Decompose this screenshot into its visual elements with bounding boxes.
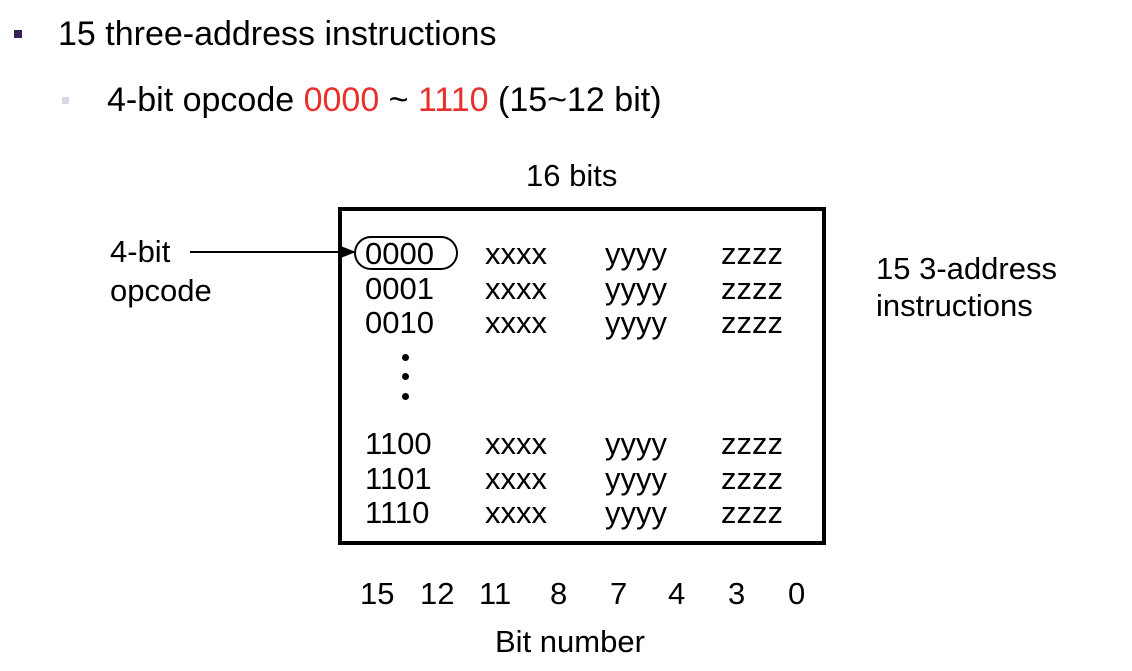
- opcode-cell: 1110: [365, 495, 430, 530]
- field-z-cell: zzzz: [721, 461, 783, 496]
- field-y-cell: yyyy: [605, 495, 667, 530]
- field-y-cell: yyyy: [605, 271, 667, 306]
- field-z-cell: zzzz: [721, 271, 783, 306]
- field-z-cell: zzzz: [721, 305, 783, 340]
- field-y-cell: yyyy: [605, 426, 667, 461]
- field-y-cell: yyyy: [605, 236, 667, 271]
- bullet-level2: 4-bit opcode 0000 ~ 1110 (15~12 bit): [62, 80, 662, 120]
- left-label-line1: 4-bit: [110, 234, 171, 269]
- square-bullet-icon: [14, 30, 22, 38]
- opcode-cell: 0010: [365, 305, 434, 340]
- field-x-cell: xxxx: [485, 495, 547, 530]
- field-x-cell: xxxx: [485, 305, 547, 340]
- opcode-cell: 1101: [365, 461, 432, 496]
- field-x-cell: xxxx: [485, 271, 547, 306]
- bullet1-text: 15 three-address instructions: [58, 14, 497, 53]
- bit-number-label: 8: [550, 576, 568, 611]
- bit-number-label: 0: [788, 576, 806, 611]
- bit-number-label: 7: [610, 576, 628, 611]
- field-x-cell: xxxx: [485, 236, 547, 271]
- opcode-start: 0000: [303, 80, 380, 119]
- bit-number-label: 15: [360, 576, 395, 611]
- field-z-cell: zzzz: [721, 426, 783, 461]
- diagram-header: 16 bits: [526, 158, 618, 193]
- bit-number-label: 11: [479, 576, 512, 611]
- bit-number-label: 12: [420, 576, 455, 611]
- right-label-line1: 15 3-address: [876, 251, 1057, 286]
- opcode-highlight-oval: [354, 236, 458, 270]
- arrow-right-icon: [338, 245, 356, 259]
- opcode-cell: 1100: [365, 426, 432, 461]
- bullet2-prefix: 4-bit opcode: [107, 80, 304, 119]
- opcode-cell: 0001: [365, 271, 434, 306]
- instruction-frame: [338, 207, 826, 545]
- opcode-end: 1110: [417, 80, 489, 119]
- square-bullet-icon: [62, 96, 69, 104]
- field-z-cell: zzzz: [721, 236, 783, 271]
- opcode-cell: 0000: [365, 236, 434, 271]
- right-label-line2: instructions: [876, 288, 1033, 323]
- vertical-ellipsis-icon: [402, 354, 412, 404]
- bit-number-label: 4: [668, 576, 686, 611]
- arrow-line: [190, 251, 342, 253]
- field-y-cell: yyyy: [605, 305, 667, 340]
- field-z-cell: zzzz: [721, 495, 783, 530]
- bit-number-label: 3: [728, 576, 746, 611]
- bit-number-caption: Bit number: [495, 624, 645, 659]
- field-x-cell: xxxx: [485, 461, 547, 496]
- left-label-line2: opcode: [110, 273, 212, 308]
- bullet-level1: 15 three-address instructions: [14, 14, 496, 54]
- field-x-cell: xxxx: [485, 426, 547, 461]
- field-y-cell: yyyy: [605, 461, 667, 496]
- bullet2-suffix: (15~12 bit): [488, 80, 662, 119]
- bullet2-sep: ~: [379, 80, 418, 119]
